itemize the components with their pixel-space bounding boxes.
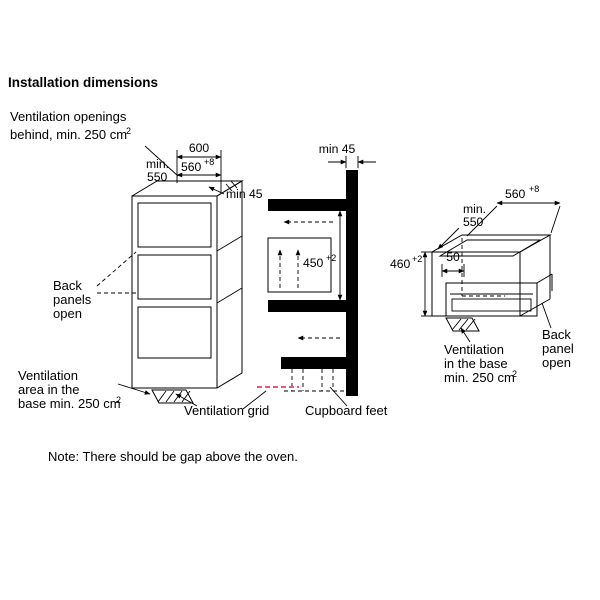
dim-550-leader	[437, 227, 460, 250]
cabinet-front-face	[131, 195, 218, 389]
dim-450-sup: +2	[326, 253, 336, 263]
oven-front	[445, 282, 538, 317]
back-panel-line3: open	[542, 355, 571, 370]
cabinet-foot-right	[445, 317, 480, 332]
dim-min-label: min.	[146, 157, 169, 171]
shelf-depth-line	[216, 235, 243, 252]
base-ventilation: Ventilation area in the base min. 250 cm…	[18, 368, 198, 411]
back-panels-leader-1	[96, 251, 137, 287]
back-panel-line2: panel	[542, 341, 574, 356]
dim-560-sup-right: +8	[529, 184, 539, 194]
dim-450: 450	[303, 256, 324, 270]
back-panels-line1: Back	[53, 278, 82, 293]
tall-cabinet	[131, 180, 244, 389]
back-panels-open-label: Back panels open	[53, 251, 137, 321]
oven-body	[267, 237, 332, 293]
cupboard-feet-leader	[329, 386, 348, 407]
hatch-line	[157, 390, 167, 403]
gap-tick	[230, 180, 238, 189]
vent-openings-label: Ventilation openings behind, min. 250 cm…	[10, 109, 179, 177]
base-cabinet: 560 +8 min. 550 460 +2 50	[390, 184, 574, 385]
oven-top-edge	[536, 273, 553, 284]
hatch-line	[465, 318, 476, 331]
page-title: Installation dimensions	[8, 75, 158, 90]
dim-min-label-right: min.	[463, 202, 486, 216]
dim-min45-middle: min 45	[319, 142, 356, 156]
cabinet-bottom-edge	[519, 298, 551, 317]
vent-openings-sup: 2	[126, 126, 131, 136]
shelf-panel	[268, 300, 346, 312]
hatch-line	[458, 318, 469, 331]
extension-line	[466, 205, 498, 237]
cabinet-opening-1	[137, 202, 212, 248]
dim-560: 560	[181, 160, 202, 174]
gap-tick	[225, 183, 233, 192]
vent-openings-line2: behind, min. 250 cm	[10, 127, 127, 142]
shelf-depth-line	[216, 287, 243, 304]
dim-550-right: 550	[463, 215, 484, 229]
top-panel	[268, 199, 346, 211]
note-text: Note: There should be gap above the oven…	[48, 449, 298, 464]
dim-560-right: 560	[505, 187, 526, 201]
back-panel-leader	[541, 302, 552, 329]
vent-grid-label: Ventilation grid	[184, 403, 269, 418]
vent-area-sup: 2	[116, 395, 121, 405]
dim-600: 600	[189, 141, 210, 155]
vent-grid-leader	[242, 390, 267, 410]
vent-base-line1: Ventilation	[444, 342, 504, 357]
vent-base-arrow	[460, 327, 471, 343]
hatch-line	[451, 318, 462, 331]
dim-min45-left: min 45	[226, 187, 263, 201]
airflow-arrow	[175, 393, 198, 407]
back-panels-line2: panels	[53, 292, 92, 307]
vent-base-line3: min. 250 cm	[444, 370, 515, 385]
left-top-dimensions: 600 min. 550 560 +8 min 45	[146, 141, 263, 201]
hatch-line	[181, 390, 191, 403]
vent-area-line1: Ventilation	[18, 368, 78, 383]
dim-50: 50	[446, 250, 460, 264]
dim-560-sup: +8	[204, 157, 214, 167]
hatch-line	[165, 390, 175, 403]
section-view: min 45 450 +2 Ventilation grid Cupboard …	[184, 142, 388, 418]
vent-openings-line1: Ventilation openings	[10, 109, 127, 124]
cabinet-oven-niche	[137, 306, 212, 359]
cabinet-top-rim-inner	[438, 239, 542, 257]
back-panel-line1: Back	[542, 327, 571, 342]
vent-area-arrow	[117, 383, 151, 395]
oven-door	[451, 298, 532, 312]
floor-panel	[281, 357, 346, 369]
extension-line	[550, 205, 561, 234]
back-panels-line3: open	[53, 306, 82, 321]
cabinet-foot	[151, 389, 194, 404]
vent-base-sup: 2	[512, 369, 517, 379]
vent-area-line2: area in the	[18, 382, 79, 397]
wall	[346, 170, 358, 396]
vent-area-line3: base min. 250 cm	[18, 396, 121, 411]
vent-openings-leader-line	[144, 145, 179, 177]
cupboard-feet-label: Cupboard feet	[305, 403, 388, 418]
vent-base-line2: in the base	[444, 356, 508, 371]
dim-550: 550	[147, 170, 168, 184]
dim-460: 460	[390, 257, 411, 271]
cabinet-right-face	[216, 180, 243, 389]
dim-460-sup: +2	[412, 254, 422, 264]
cabinet-opening-2	[137, 254, 212, 300]
